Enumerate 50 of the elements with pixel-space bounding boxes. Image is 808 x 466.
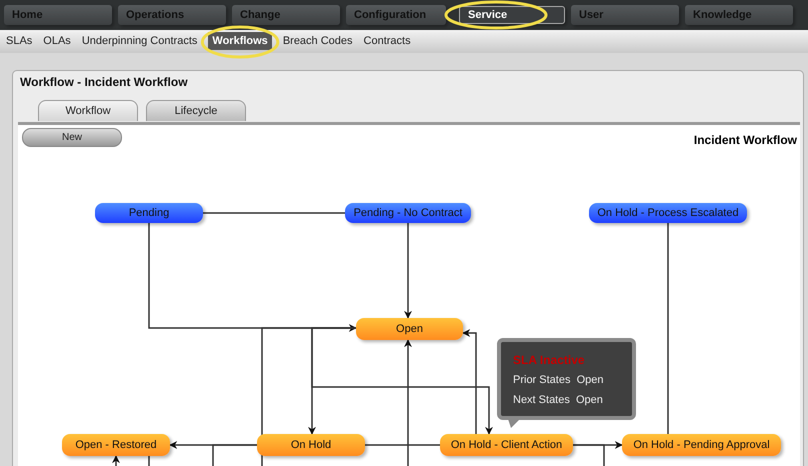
- tooltip-item: Next States Open: [513, 393, 604, 408]
- arrow: [112, 455, 120, 466]
- state-label: Open: [396, 323, 423, 335]
- state-box: [356, 318, 463, 340]
- state-label: On Hold - Client Action: [450, 439, 562, 451]
- connector-line: [365, 444, 440, 446]
- state-box: [622, 434, 781, 456]
- state-label: Pending - No Contract: [354, 207, 462, 219]
- connector-line: [212, 444, 257, 466]
- connector-line: [203, 212, 345, 214]
- arrow: [404, 223, 412, 319]
- arrow: [404, 339, 412, 466]
- new-button: New: [22, 128, 122, 147]
- nav-link: Breach Codes: [282, 34, 353, 49]
- state-box: [62, 434, 170, 456]
- nav-link: Underpinning Contracts: [82, 34, 198, 49]
- arrow: [148, 223, 357, 332]
- state-box: [257, 434, 365, 456]
- nav-tab: Service: [459, 6, 565, 24]
- nav-link: SLAs: [6, 34, 32, 49]
- tab: Workflow: [38, 100, 138, 121]
- connector-line: [667, 223, 669, 434]
- connector-line: [261, 327, 356, 466]
- nav-tab: Configuration: [346, 5, 446, 25]
- arrow: [311, 327, 493, 435]
- tooltip-item: Prior States Open: [513, 373, 604, 388]
- nav-tab: Home: [4, 5, 112, 25]
- nav-tab: User: [571, 5, 679, 25]
- nav-tab: Operations: [118, 5, 226, 25]
- connector-line: [573, 444, 605, 466]
- tab: Lifecycle: [146, 100, 246, 121]
- nav-tab: Change: [232, 5, 340, 25]
- diagram-heading: Incident Workflow: [692, 132, 797, 149]
- state-box: [440, 434, 573, 456]
- state-box: [345, 203, 471, 223]
- state-label: On Hold - Process Escalated: [597, 207, 739, 219]
- state-label: On Hold: [290, 439, 332, 451]
- state-label: Pending: [128, 207, 170, 219]
- panel-title: Workflow - Incident Workflow: [20, 74, 189, 91]
- tooltip-heading: SLA Inactive: [513, 352, 586, 369]
- state-box: [95, 203, 203, 223]
- nav-link: Contracts: [364, 34, 411, 49]
- connector-line: [148, 456, 150, 466]
- state-label: Open - Restored: [75, 439, 157, 451]
- nav-link: Workflows: [208, 32, 272, 50]
- state-label: On Hold - Pending Approval: [633, 439, 770, 451]
- arrow: [462, 329, 477, 434]
- state-box: [589, 203, 747, 223]
- nav-link: OLAs: [43, 34, 71, 49]
- nav-tab: Knowledge: [685, 5, 793, 25]
